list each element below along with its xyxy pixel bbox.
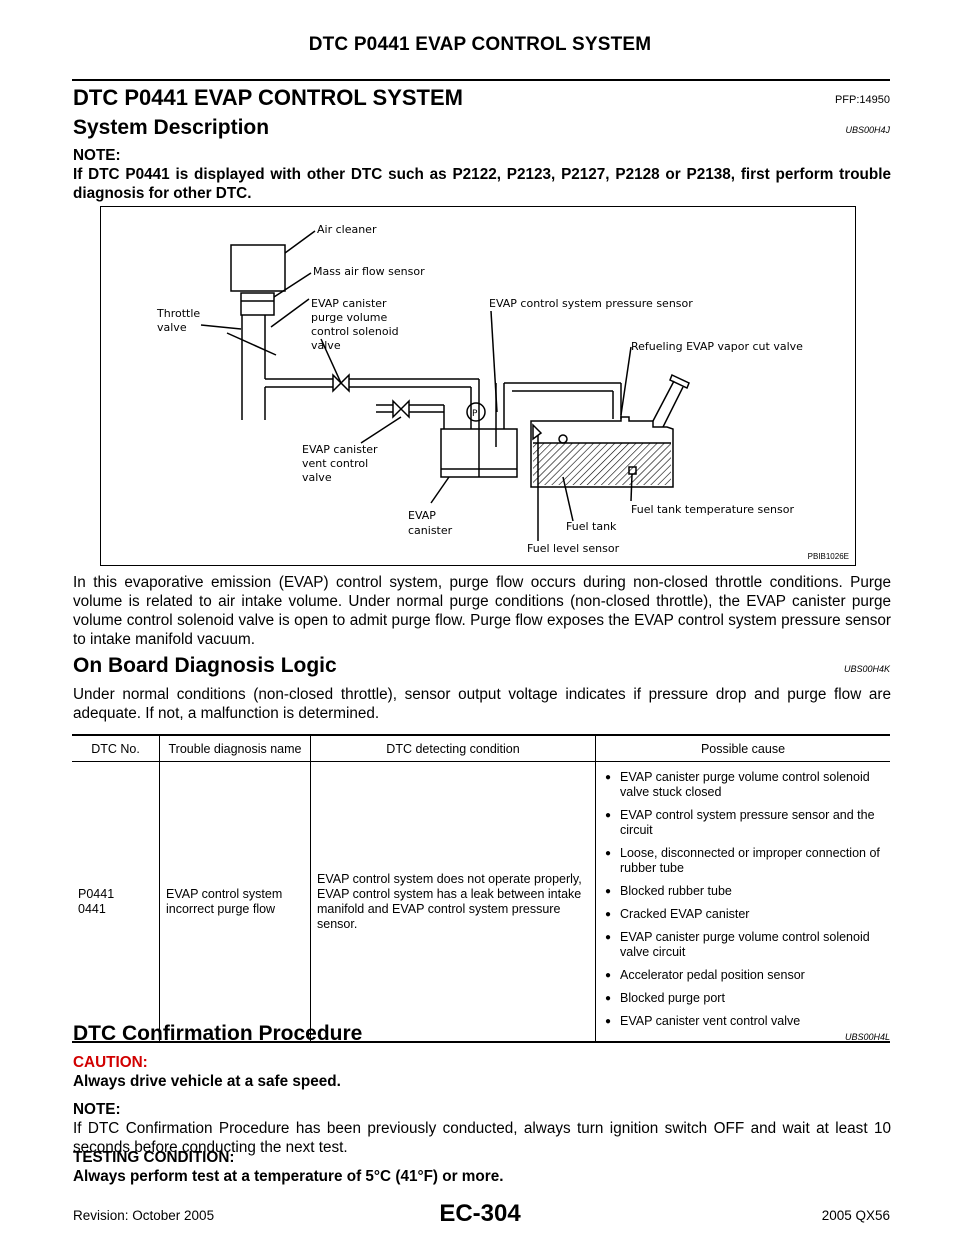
header-trouble-name: Trouble diagnosis name (159, 734, 311, 762)
fuel-tank-outline (530, 416, 674, 488)
footer-revision: Revision: October 2005 (73, 1208, 215, 1223)
header-detecting-condition: DTC detecting condition (310, 734, 596, 762)
header-possible-cause: Possible cause (595, 734, 890, 762)
label-level-sensor: Fuel level sensor (527, 542, 620, 555)
possible-cause-list: EVAP canister purge volume control solen… (602, 762, 884, 1041)
note-label: NOTE: (73, 147, 121, 164)
cell-possible-cause: EVAP canister purge volume control solen… (595, 761, 890, 1043)
fuel-level-hatch (533, 443, 671, 485)
note2-text: If DTC Confirmation Procedure has been p… (73, 1120, 891, 1156)
testing-condition-text: Always perform test at a temperature of … (73, 1168, 504, 1185)
system-description-code: UBS00H4J (845, 125, 890, 135)
vent-valve-symbol (392, 399, 410, 419)
pressure-sensor-p-label: P (472, 409, 478, 419)
list-item: Blocked purge port (602, 991, 884, 1006)
dtc-code-line1: P0441 (78, 886, 115, 901)
label-purge-valve-3: control solenoid (311, 325, 399, 338)
list-item: EVAP canister purge volume control solen… (602, 770, 884, 800)
note2-label: NOTE: (73, 1101, 121, 1118)
label-vent-valve-3: valve (302, 471, 332, 484)
obd-logic-code: UBS00H4K (843, 664, 890, 674)
footer-page-number: EC-304 (439, 1200, 521, 1227)
label-canister-2: canister (408, 524, 453, 537)
label-pressure-sensor: EVAP control system pressure sensor (489, 297, 693, 310)
dtc-table: DTC No. Trouble diagnosis name DTC detec… (72, 734, 890, 1043)
list-item: Cracked EVAP canister (602, 907, 884, 922)
cell-dtc-no: P0441 0441 (72, 761, 160, 1043)
system-description-title: System Description (73, 116, 270, 139)
diagram-svg: P Air cleaner Mass air flow sensor Throt… (156, 223, 803, 555)
label-fuel-tank: Fuel tank (566, 520, 617, 533)
dtc-table-header-row: DTC No. Trouble diagnosis name DTC detec… (72, 734, 890, 762)
section-code: PFP:14950 (834, 94, 890, 106)
testing-condition-label: TESTING CONDITION: (73, 1149, 235, 1166)
label-throttle-1: Throttle (156, 307, 200, 320)
label-temp-sensor: Fuel tank temperature sensor (631, 503, 794, 516)
list-item: Blocked rubber tube (602, 884, 884, 899)
footer-model: 2005 QX56 (821, 1208, 890, 1223)
header-rule (72, 79, 890, 81)
label-purge-valve-1: EVAP canister (311, 297, 387, 310)
note-text: If DTC P0441 is displayed with other DTC… (73, 166, 891, 202)
caution-label: CAUTION: (73, 1054, 148, 1071)
header-dtc-no: DTC No. (72, 734, 160, 762)
dtc-confirmation-title: DTC Confirmation Procedure (73, 1022, 363, 1045)
maf-sensor-box (240, 292, 275, 316)
label-vent-valve-1: EVAP canister (302, 443, 378, 456)
label-canister-1: EVAP (408, 509, 436, 522)
label-vent-valve-2: vent control (302, 457, 368, 470)
list-item: Accelerator pedal position sensor (602, 968, 884, 983)
dtc-code-line2: 0441 (78, 901, 106, 916)
air-cleaner-box (230, 244, 286, 292)
pressure-sensor-circle (466, 402, 486, 422)
obd-logic-paragraph: Under normal conditions (non-closed thro… (73, 686, 891, 722)
obd-logic-title: On Board Diagnosis Logic (73, 654, 337, 677)
caution-text: Always drive vehicle at a safe speed. (73, 1073, 341, 1090)
system-description-paragraph: In this evaporative emission (EVAP) cont… (73, 574, 891, 648)
section-title: DTC P0441 EVAP CONTROL SYSTEM (73, 85, 463, 110)
label-air-cleaner: Air cleaner (317, 223, 377, 236)
label-purge-valve-4: valve (311, 339, 341, 352)
table-row: P0441 0441 EVAP control system incorrect… (72, 761, 890, 1043)
label-throttle-2: valve (157, 321, 187, 334)
label-refuel-valve: Refueling EVAP vapor cut valve (631, 340, 803, 353)
figure-code: PBIB1026E (807, 552, 849, 561)
list-item: EVAP canister purge volume control solen… (602, 930, 884, 960)
label-purge-valve-2: purge volume (311, 311, 388, 324)
evap-system-diagram: P Air cleaner Mass air flow sensor Throt… (100, 206, 856, 566)
list-item: EVAP canister vent control valve (602, 1014, 884, 1029)
cell-detecting-condition: EVAP control system does not operate pro… (310, 761, 596, 1043)
page-header-title: DTC P0441 EVAP CONTROL SYSTEM (308, 34, 652, 55)
list-item: Loose, disconnected or improper connecti… (602, 846, 884, 876)
list-item: EVAP control system pressure sensor and … (602, 808, 884, 838)
purge-valve-symbol (332, 373, 350, 393)
label-maf-sensor: Mass air flow sensor (313, 265, 425, 278)
dtc-confirmation-code: UBS00H4L (844, 1032, 890, 1042)
cell-trouble-name: EVAP control system incorrect purge flow (159, 761, 311, 1043)
